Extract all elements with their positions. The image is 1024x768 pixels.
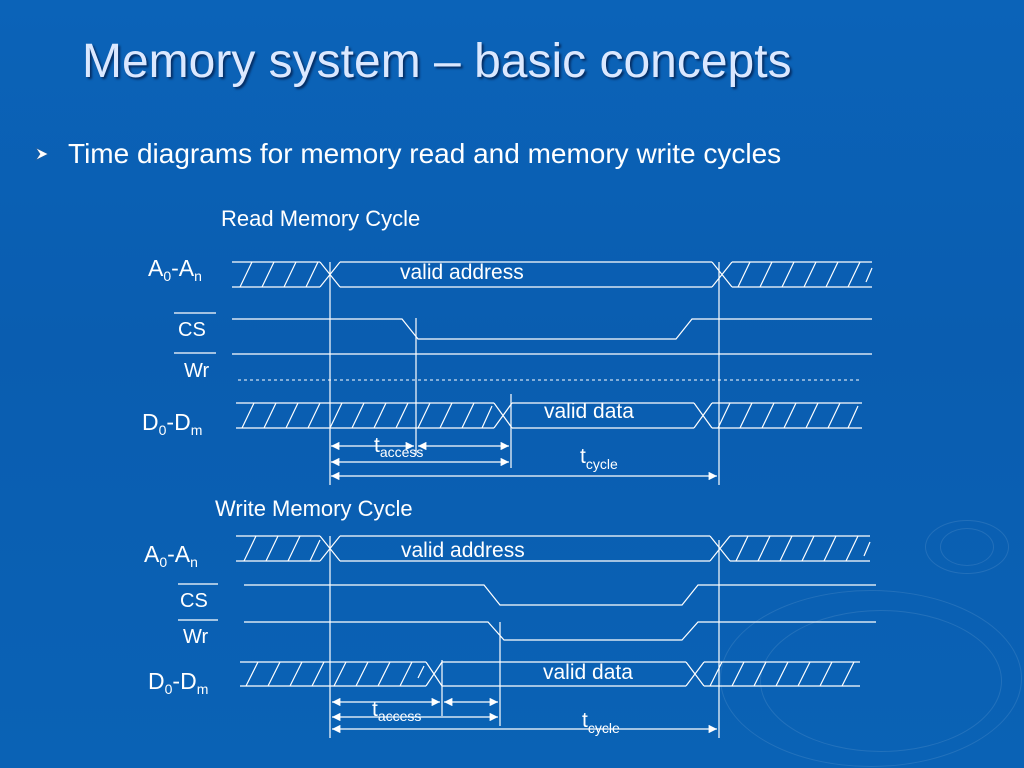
background-ripple bbox=[720, 590, 1022, 767]
write-valid-data-label: valid data bbox=[543, 661, 633, 684]
write-wr-label: Wr bbox=[183, 626, 209, 648]
read-address-hatch-right bbox=[737, 261, 873, 288]
read-address-label: A0-An bbox=[148, 255, 202, 284]
write-address-label: A0-An bbox=[144, 541, 198, 570]
write-address-hatch-right bbox=[735, 535, 871, 562]
read-t-cycle-label: tcycle bbox=[580, 445, 618, 472]
write-t-access-label: taccess bbox=[372, 698, 421, 724]
bullet-text: Time diagrams for memory read and memory… bbox=[68, 138, 782, 169]
write-cs-signal bbox=[244, 584, 876, 606]
arrowhead-bullet-icon bbox=[35, 147, 49, 161]
write-data-signal bbox=[240, 661, 860, 687]
read-address-signal bbox=[232, 261, 872, 288]
write-data-hatch-left bbox=[245, 661, 425, 687]
background-ripple bbox=[925, 520, 1009, 574]
read-data-label: D0-Dm bbox=[142, 409, 202, 438]
read-valid-data-label: valid data bbox=[544, 400, 634, 423]
write-cycle-heading: Write Memory Cycle bbox=[215, 496, 413, 521]
read-cs-label: CS bbox=[178, 319, 206, 341]
write-data-label: D0-Dm bbox=[148, 668, 208, 697]
write-data-hatch-right bbox=[709, 661, 855, 687]
read-data-hatch-left bbox=[241, 402, 493, 429]
read-t-access-label: taccess bbox=[374, 434, 423, 460]
read-wr-label: Wr bbox=[184, 360, 210, 382]
write-cs-label: CS bbox=[180, 590, 208, 612]
read-cs-signal bbox=[232, 318, 872, 340]
slide-title: Memory system – basic concepts bbox=[82, 35, 792, 88]
write-valid-address-label: valid address bbox=[401, 539, 525, 562]
read-timing-markers bbox=[329, 262, 720, 485]
write-t-cycle-label: tcycle bbox=[582, 709, 620, 736]
read-data-hatch-right bbox=[717, 402, 859, 429]
write-wr-signal bbox=[244, 621, 876, 641]
read-valid-address-label: valid address bbox=[400, 261, 524, 284]
write-timing-markers bbox=[329, 536, 720, 738]
bullet-item: Time diagrams for memory read and memory… bbox=[34, 138, 781, 170]
read-address-hatch-left bbox=[239, 261, 319, 288]
write-address-hatch-left bbox=[243, 535, 321, 562]
write-address-signal bbox=[236, 535, 870, 562]
read-cycle-heading: Read Memory Cycle bbox=[221, 206, 420, 231]
read-data-signal bbox=[236, 402, 862, 429]
